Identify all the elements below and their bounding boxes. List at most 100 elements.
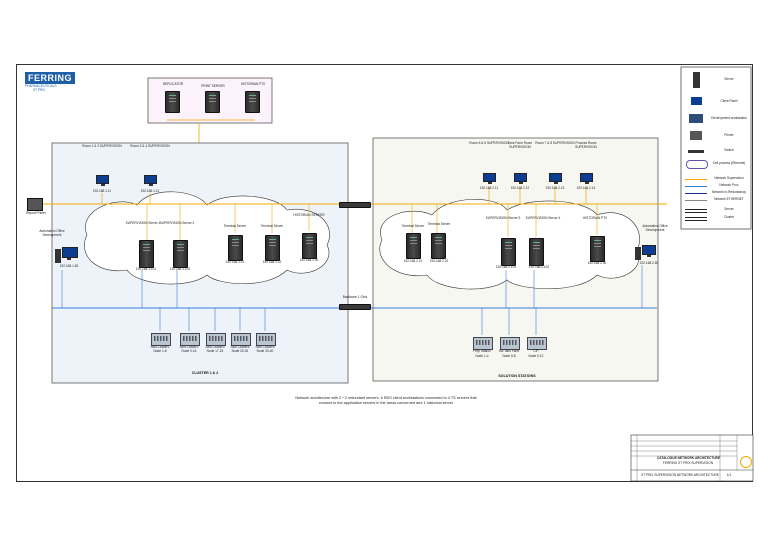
diagram-caption: Network architecture with 2 * 2 redundan… xyxy=(295,396,477,405)
title-block-subtitle: FERRING ST PRIX SUPERVISION xyxy=(662,461,714,465)
title-block-doc: ST PRIX SUPERVISION NETWORK ARCHITECTURE xyxy=(641,473,719,477)
server-icon xyxy=(302,233,317,259)
plc-node: Node 1-4 xyxy=(475,354,489,358)
right-zone-title: SOLUTION STATIONS xyxy=(498,374,536,378)
legend: Server Client Panel Development workstat… xyxy=(681,67,751,229)
plc-node: Node 25-32 xyxy=(231,349,249,353)
proc-switch-icon xyxy=(339,304,371,310)
legend-label: Network Proc xyxy=(719,183,739,187)
line-blue xyxy=(685,186,707,187)
plc-label: Skid Cluster2 xyxy=(179,345,199,349)
logo-tagline: PHARMACEUTICALS xyxy=(25,84,57,88)
plc-icon xyxy=(527,337,547,350)
plc-icon xyxy=(231,333,251,346)
pc-tower-icon xyxy=(635,247,641,260)
plc-label: Prep Station xyxy=(473,349,491,353)
server-icon xyxy=(139,240,154,268)
server-icon xyxy=(265,235,280,261)
logo-site: ST PRIX xyxy=(33,88,46,92)
client-label: Room 5 & 6 SUPERVISION xyxy=(469,141,509,145)
client-ip: 192.168.2.11 xyxy=(479,186,499,190)
server-label: SUPERVISION Server 2 xyxy=(159,221,195,225)
monitor-icon[interactable] xyxy=(580,173,593,184)
server-icon xyxy=(693,72,700,88)
plc-node: Node 1-8 xyxy=(153,349,167,353)
monitor-icon[interactable] xyxy=(483,173,496,184)
server-ip: 192.168.2.22 xyxy=(429,259,449,263)
plc-node: Node 9-12 xyxy=(528,354,544,358)
top-server-label: HISTORIAN PT0 xyxy=(240,82,266,86)
automation-office-ip: 192.168.2.50 xyxy=(639,261,659,265)
plc-node: Node 17-24 xyxy=(206,349,224,353)
legend-label: Network to Redundancy xyxy=(711,190,747,194)
client-label: Room 1 & 2 SUPERVISION xyxy=(82,144,122,148)
ferring-logo: FERRING PHARMACEUTICALS ST PRIX xyxy=(25,72,75,92)
server-label: Terminal Server xyxy=(427,222,451,226)
server-ip: 192.168.1.22 xyxy=(262,260,282,264)
server-ip: 192.168.2.21 xyxy=(403,259,423,263)
title-block-sheet: 1/1 xyxy=(726,473,732,477)
printer-icon xyxy=(690,131,702,140)
title-block-project: CATALOGUE NETWORK ARCHITECTURE xyxy=(657,456,720,460)
plc-label: Skid Cluster5 xyxy=(255,345,275,349)
server-ip: 192.168.2.30 xyxy=(587,261,607,265)
legend-label: Cell process (Ethernet) xyxy=(712,161,746,165)
legend-label: Cluster xyxy=(723,215,735,219)
top-server-label: REPLICATOR xyxy=(162,82,184,86)
server-label: HISTORIAN PT0 xyxy=(582,216,608,220)
plc-node: Node 9-16 xyxy=(181,349,197,353)
client-ip: 192.168.1.11 xyxy=(92,189,112,193)
server-icon xyxy=(173,240,188,268)
legend-label: Network ETHERNET xyxy=(714,197,744,201)
client-ip: 192.168.2.12 xyxy=(510,186,530,190)
monitor-icon[interactable] xyxy=(514,173,527,184)
line-double xyxy=(685,209,707,213)
server-ip: 192.168.1.21 xyxy=(225,260,245,264)
cloud-icon xyxy=(686,160,708,169)
plc-icon xyxy=(500,337,520,350)
server-icon xyxy=(590,236,605,262)
server-label: Terminal Server xyxy=(260,224,284,228)
server-icon xyxy=(205,91,220,113)
plc-node: Node 5-8 xyxy=(502,354,516,358)
plc-icon xyxy=(206,333,226,346)
server-label: SUPERVISION Server 1 xyxy=(125,221,161,225)
server-ip: 192.168.1.30 xyxy=(299,258,319,262)
switch-icon xyxy=(688,150,704,153)
company-seal-icon xyxy=(740,456,752,468)
workstation-icon[interactable] xyxy=(62,247,78,260)
client-label: Room 3 & 4 SUPERVISION xyxy=(130,144,170,148)
network-lines xyxy=(29,66,754,482)
server-ip: 192.168.2.102 xyxy=(528,265,550,269)
logo-brand: FERRING xyxy=(25,72,75,84)
server-icon xyxy=(228,235,243,261)
automation-office-ip: 192.168.1.50 xyxy=(59,264,79,268)
server-icon xyxy=(501,238,516,266)
server-label: Terminal Server xyxy=(401,224,425,228)
workstation-icon[interactable] xyxy=(642,245,656,257)
workstation-icon xyxy=(689,114,703,123)
plc-icon xyxy=(473,337,493,350)
client-ip: 192.168.2.14 xyxy=(576,186,596,190)
legend-label: Printer xyxy=(724,133,734,137)
printer-icon xyxy=(27,198,43,211)
legend-label: Server xyxy=(724,77,734,81)
core-switch-icon xyxy=(339,202,371,208)
client-label: Room 7 & 8 SUPERVISION xyxy=(535,141,575,145)
legend-label: Development workstation xyxy=(711,116,747,120)
server-label: SUPERVISION Server 4 xyxy=(525,216,561,220)
server-ip: 192.168.2.101 xyxy=(495,265,517,269)
automation-office-label: Automation Office Development xyxy=(642,224,668,232)
plc-label: CIP xyxy=(533,349,539,353)
line-darkblue xyxy=(685,193,707,194)
pc-tower-icon xyxy=(55,249,61,263)
plc-label: Sol Tank Farm xyxy=(498,349,520,353)
legend-label: Server xyxy=(724,207,734,211)
client-ip: 192.168.1.12 xyxy=(140,189,160,193)
switch-label: Backbone 1 Gb/s xyxy=(342,295,368,299)
monitor-icon[interactable] xyxy=(96,175,109,186)
monitor-icon[interactable] xyxy=(144,175,157,186)
monitor-icon[interactable] xyxy=(549,173,562,184)
client-ip: 192.168.2.13 xyxy=(545,186,565,190)
server-label: Terminal Server xyxy=(223,224,247,228)
